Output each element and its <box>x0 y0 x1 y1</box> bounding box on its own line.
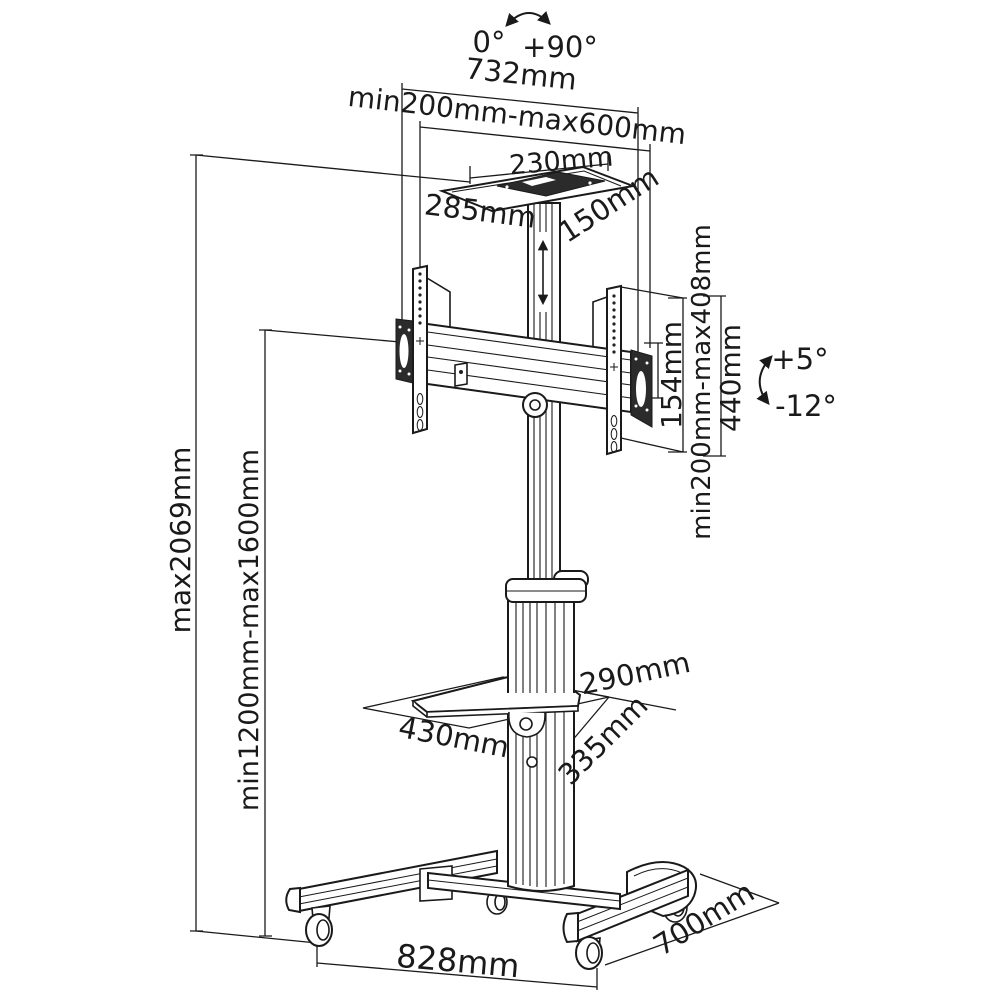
media-shelf <box>410 666 582 738</box>
vesa-mount-assembly <box>395 264 653 456</box>
spacer-part <box>454 362 468 387</box>
caster-wheel-front-right <box>575 936 603 970</box>
label-bracket-height: 440mm <box>714 324 747 432</box>
vesa-rail-left <box>412 264 428 435</box>
caster-wheel-front-left <box>305 905 333 947</box>
label-max-height: max2069mm <box>164 447 197 634</box>
label-bracket-slot-height: 154mm <box>655 321 688 429</box>
swivel-arc-arrow <box>505 11 551 27</box>
label-center-height-range: min1200mm-max1600mm <box>234 449 265 811</box>
base-legs <box>285 849 697 970</box>
label-base-width: 828mm <box>395 937 521 986</box>
column-clamp-collar <box>505 570 589 603</box>
label-swivel-max: +90° <box>522 30 598 64</box>
label-vesa-height-range: min200mm-max408mm <box>687 224 717 540</box>
tilt-knob <box>522 392 548 418</box>
vesa-rail-right <box>606 284 622 456</box>
top-plate <box>438 165 637 213</box>
label-shelf-width: 430mm <box>396 710 512 765</box>
label-tilt-up: +5° <box>771 342 828 376</box>
tilt-arc-arrow <box>756 355 773 406</box>
lower-column <box>507 599 575 892</box>
label-tilt-down: -12° <box>775 389 837 423</box>
label-swivel-min: 0° <box>473 25 506 59</box>
dimension-lines <box>190 83 780 990</box>
